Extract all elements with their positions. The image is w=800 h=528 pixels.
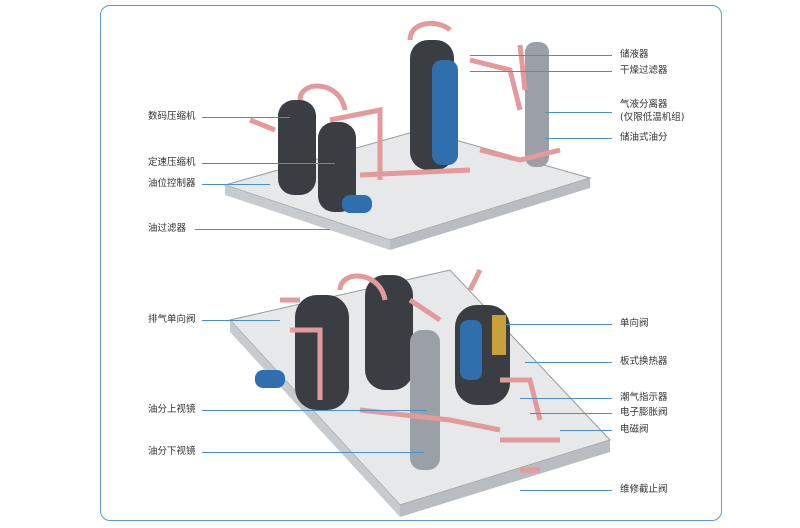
leader-line xyxy=(505,324,612,325)
leader-line xyxy=(530,413,612,414)
lower-unit-illustration xyxy=(229,268,611,517)
leader-line xyxy=(202,320,280,321)
leader-line xyxy=(545,112,612,113)
leader-line xyxy=(202,163,335,164)
leader-line xyxy=(560,430,612,431)
leader-line xyxy=(525,362,612,363)
leader-line xyxy=(470,71,612,72)
leader-line xyxy=(545,138,612,139)
leader-line xyxy=(202,452,424,453)
leader-line xyxy=(520,490,612,491)
leader-line xyxy=(470,55,612,56)
leader-line xyxy=(195,229,330,230)
leader-line xyxy=(202,117,290,118)
leader-line xyxy=(520,398,612,399)
leader-line xyxy=(202,184,270,185)
leader-line xyxy=(202,410,427,411)
upper-unit-illustration xyxy=(223,20,592,250)
diagram-frame xyxy=(100,5,722,521)
